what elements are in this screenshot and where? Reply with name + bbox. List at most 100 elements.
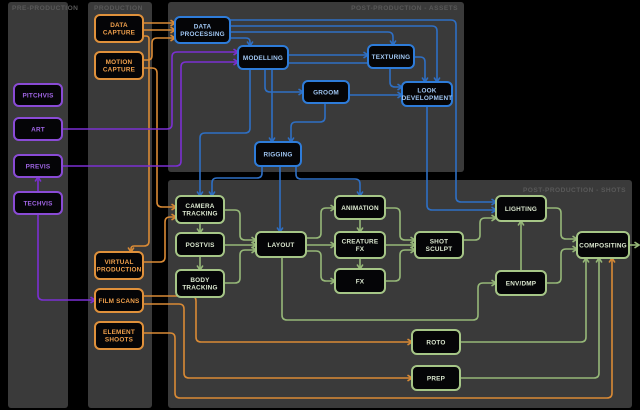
edge-animation-to-shot-sculpt [385,207,415,240]
node-animation: ANIMATION [334,195,386,220]
node-box-prep [411,365,461,391]
node-label-pitchvis: PITCHVIS [22,92,54,99]
edge-look-development-to-lighting [426,106,496,210]
node-label-layout: LAYOUT [268,242,295,249]
edge-data-capture-to-virtual-production [131,35,150,252]
node-box-body-tracking [175,269,225,298]
node-box-layout [255,231,307,258]
edge-data-processing-to-modelling [230,37,250,46]
edge-lighting-to-compositing [546,207,577,239]
node-box-groom [302,80,350,104]
edge-shot-sculpt-to-lighting [463,218,496,241]
edge-layout-to-animation [306,208,335,239]
node-box-shot-sculpt [414,231,464,259]
edge-prep-to-compositing [460,258,599,379]
node-box-film-scans [94,288,144,313]
edge-modelling-to-camera-tracking [200,69,251,196]
node-box-virtual-production [94,251,144,280]
node-box-motion-capture [94,51,144,80]
node-texturing: TEXTURING [367,44,415,69]
node-modelling: MODELLING [237,45,289,70]
edge-art-to-modelling [62,52,238,130]
node-label-art: ART [31,126,45,133]
edge-layout-to-fx [306,250,335,281]
node-box-compositing [576,231,630,259]
node-label-animation: ANIMATION [341,205,379,212]
node-box-postvis [175,232,225,257]
node-art: ART [13,117,63,141]
node-box-roto [411,329,461,355]
node-box-data-capture [94,14,144,43]
node-label-previs: PREVIS [26,163,51,170]
node-prep: PREP [411,365,461,391]
edge-body-tracking-to-layout [224,250,256,284]
edge-data-processing-to-lighting [230,19,496,202]
edge-env-dmp-to-compositing [546,249,577,284]
node-box-pitchvis [13,83,63,107]
panel-label-pre-production: PRE-PRODUCTION [12,5,78,12]
node-label-rigging: RIGGING [263,151,292,158]
node-label-postvis: POSTVIS [185,242,215,249]
node-box-env-dmp [495,270,547,296]
node-box-rigging [254,141,302,167]
edge-film-scans-to-prep [143,303,412,378]
node-roto: ROTO [411,329,461,355]
node-label-groom: GROOM [313,89,339,96]
node-film-scans: FILM SCANS [94,288,144,313]
node-groom: GROOM [302,80,350,104]
node-techvis: TECHVIS [13,191,63,215]
node-rigging: RIGGING [254,141,302,167]
node-layout: LAYOUT [255,231,307,258]
panel-label-post-production-assets: POST-PRODUCTION - ASSETS [351,5,458,12]
node-label-texturing: TEXTURING [372,54,411,61]
edge-fx-to-shot-sculpt [385,250,415,282]
node-compositing: COMPOSITING [576,231,630,259]
edge-motion-capture-to-camera-tracking [143,67,176,207]
node-box-look-development [401,81,453,107]
node-label-prep: PREP [427,375,446,382]
node-label-compositing: COMPOSITING [579,242,627,249]
node-label-roto: ROTO [426,339,445,346]
edges-layer [37,19,639,399]
edge-element-shoots-to-compositing [143,258,612,399]
edge-groom-to-rigging [291,103,326,142]
node-box-art [13,117,63,141]
edge-data-processing-to-look-development [230,25,437,82]
node-box-camera-tracking [175,195,225,224]
edge-virtual-production-to-camera-tracking [143,217,176,263]
node-box-modelling [237,45,289,70]
node-box-texturing [367,44,415,69]
panel-label-production: PRODUCTION [94,5,143,12]
node-box-animation [334,195,386,220]
node-fx: FX [334,268,386,294]
edge-texturing-to-look-development [414,56,425,82]
node-label-techvis: TECHVIS [23,200,53,207]
node-env-dmp: ENV/DMP [495,270,547,296]
node-label-fx: FX [356,278,365,285]
node-pitchvis: PITCHVIS [13,83,63,107]
edge-data-processing-to-texturing [230,31,393,45]
node-box-lighting [495,195,547,222]
node-label-film-scans: FILM SCANS [98,298,140,305]
node-label-env-dmp: ENV/DMP [506,280,537,287]
edge-rigging-to-camera-tracking [212,166,263,196]
node-box-element-shoots [94,321,144,350]
edge-modelling-to-groom [264,69,303,92]
edge-techvis-to-film-scans [37,214,95,300]
node-box-previs [13,154,63,178]
